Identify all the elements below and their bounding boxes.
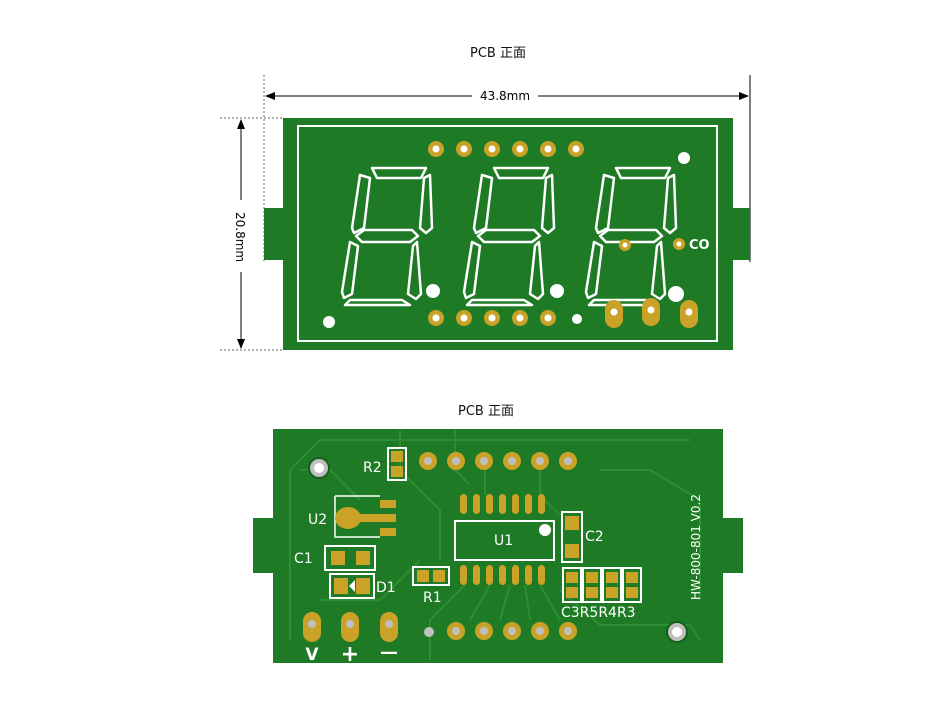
- u1-footprint: [454, 494, 555, 585]
- r2-label: R2: [363, 460, 382, 476]
- co-label: CO: [689, 238, 710, 253]
- bottom-board-title: PCB 正面: [458, 404, 514, 419]
- pin-v-label: V: [305, 645, 319, 665]
- display-header-pads-bottom: [447, 622, 577, 640]
- power-connector-pads: [605, 298, 698, 328]
- u1-label: U1: [494, 533, 513, 549]
- top-board-title: PCB 正面: [470, 46, 526, 61]
- digit-2: [462, 166, 556, 307]
- board-version-label: HW-800-801 V0.2: [689, 494, 703, 600]
- c2-label: C2: [585, 529, 604, 545]
- c3-r5-r4-r3-footprints: [562, 567, 642, 603]
- c3-r5-r4-r3-label: C3R5R4R3: [561, 605, 636, 621]
- r1-label: R1: [423, 590, 442, 606]
- top-pcb: 43.8mm 20.8mm: [220, 75, 751, 351]
- via-bottom: [424, 627, 434, 637]
- pin-minus-label: —: [380, 642, 398, 663]
- d1-label: D1: [376, 580, 396, 596]
- mounting-hole-bottom-left: [323, 316, 335, 328]
- seven-segment-display: [340, 166, 678, 307]
- display-pins-bottom-row: [428, 310, 556, 326]
- copper-traces: [289, 430, 701, 660]
- via-hole: [572, 314, 582, 324]
- d1-footprint: [329, 573, 375, 599]
- c1-label: C1: [294, 551, 313, 567]
- decimal-point-2: [550, 284, 564, 298]
- right-tab: [728, 208, 750, 260]
- pin-plus-label: +: [341, 642, 359, 667]
- r2-footprint: [387, 447, 407, 481]
- u2-footprint: [334, 495, 396, 538]
- height-dimension-label: 20.8mm: [233, 212, 247, 262]
- decimal-point-1: [426, 284, 440, 298]
- digit-1: [340, 166, 434, 307]
- left-tab: [264, 208, 286, 260]
- u2-label: U2: [308, 512, 327, 528]
- top-board-body: [283, 118, 733, 350]
- decimal-point-3: [668, 286, 684, 302]
- display-pins-top-row: [428, 141, 584, 157]
- c2-footprint: [561, 511, 583, 563]
- width-dimension-label: 43.8mm: [480, 89, 530, 103]
- r1-footprint: [412, 566, 450, 586]
- mounting-hole-top-right: [678, 152, 690, 164]
- c1-footprint: [324, 545, 376, 571]
- silkscreen-outline: [297, 125, 718, 342]
- power-pads: [303, 612, 398, 642]
- bottom-pcb: R2 U2 C1 D1: [253, 429, 743, 667]
- display-header-pads-top: [419, 452, 577, 470]
